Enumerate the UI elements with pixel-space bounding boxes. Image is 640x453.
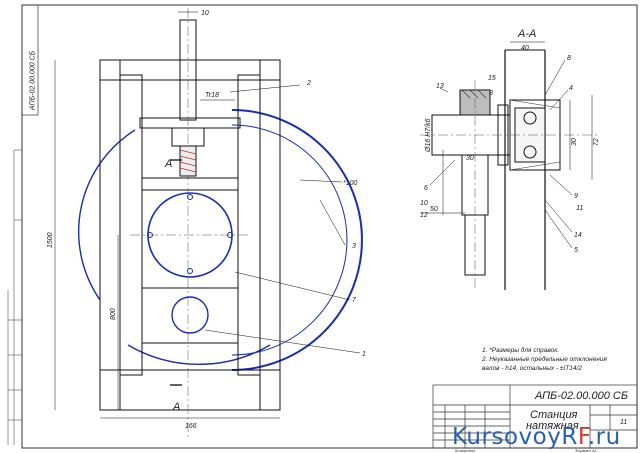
callout-9: 9 (574, 193, 578, 200)
svg-text:KursovoyRF.ru: KursovoyRF.ru (452, 424, 621, 450)
callout-1: 1 (362, 351, 366, 358)
dim-30b: 30 (571, 138, 578, 146)
watermark: KursovoyRF.ru (452, 424, 621, 450)
section-label: А-А (517, 28, 536, 40)
callout-4: 4 (569, 85, 573, 92)
note-2: 2. Неуказанные предельные отклонения (481, 355, 607, 363)
wheel-arc (231, 109, 363, 371)
dim-30a: 30 (466, 155, 474, 162)
callout-14: 14 (574, 232, 582, 239)
dim-11: 11 (576, 205, 583, 212)
callout-7: 7 (352, 297, 357, 304)
sheet-frame (21, 4, 638, 449)
block-copied: Копировал (455, 448, 476, 453)
dim-100: *100 (343, 180, 358, 187)
dim-8: 8 (489, 90, 493, 97)
dim-fit: Ø16 H7/k6 (425, 118, 432, 153)
callout-6: 6 (424, 185, 428, 192)
block-title-2: натяжная (526, 420, 579, 432)
top-code-box: АПБ-02.00.000 СБ (21, 4, 39, 116)
note-1: 1. *Размеры для справок. (482, 346, 559, 354)
callout-13: 13 (436, 83, 444, 90)
block-format: Формат А1 (575, 448, 597, 453)
dim-72: 72 (593, 138, 600, 146)
title-block (432, 384, 638, 449)
block-code: АПБ-02.00.000 СБ (534, 390, 628, 402)
block-title-1: Станция (530, 409, 578, 421)
note-3: валов - h14, остальных - ±IT14/2 (482, 365, 582, 372)
callout-2: 2 (306, 80, 311, 87)
dim-tr18: Tr18 (205, 92, 219, 99)
callout-3: 3 (352, 243, 356, 250)
dim-50: 50 (430, 206, 438, 213)
dim-1500: 1500 (47, 232, 54, 248)
cut-mark-bottom: А (172, 401, 180, 413)
left-binding-strip (7, 149, 22, 445)
dim-40: 40 (521, 45, 529, 52)
section-view (420, 41, 600, 290)
dim-15: 15 (488, 75, 496, 82)
dim-10-top: 10 (201, 10, 209, 17)
top-code-text: АПБ-02.00.000 СБ (30, 50, 37, 111)
dim-166: 166 (185, 423, 197, 430)
dim-800: 800 (110, 308, 117, 320)
cut-mark-top: А (164, 158, 172, 170)
block-sheet-num: 11 (620, 419, 627, 426)
dim-10b: 10 (420, 200, 428, 207)
main-view (54, 8, 363, 440)
dim-12: 12 (420, 212, 428, 219)
callout-8: 8 (567, 55, 571, 62)
callout-5: 5 (574, 247, 578, 254)
